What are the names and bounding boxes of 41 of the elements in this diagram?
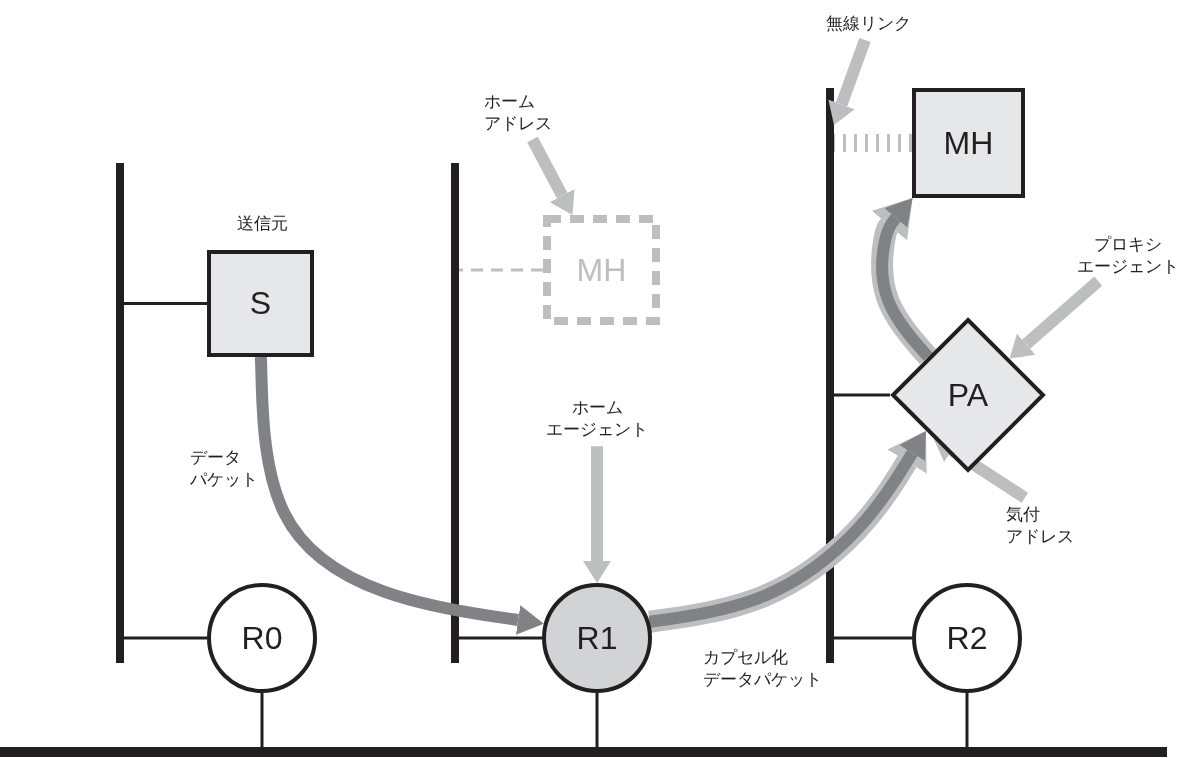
wireless-link-hatch xyxy=(834,134,912,152)
connector-line xyxy=(965,693,969,747)
leader-arrow xyxy=(933,438,1029,503)
connector-line xyxy=(595,693,599,747)
leader-arrow xyxy=(1009,276,1103,359)
connector-line xyxy=(260,693,264,747)
arrow xyxy=(648,430,927,633)
annotation-label: 無線リンク xyxy=(825,12,911,35)
node-label: PA xyxy=(947,376,989,414)
arrow xyxy=(254,356,544,635)
connector-line xyxy=(459,268,543,272)
annotation-label: ホームエージェント xyxy=(546,396,648,441)
node-label: R1 xyxy=(576,619,618,657)
network-bar xyxy=(0,747,1167,757)
host-box xyxy=(912,88,1025,198)
node-label: MH xyxy=(576,251,627,289)
node-label: S xyxy=(249,285,272,322)
edge-label: データパケット xyxy=(190,446,258,491)
node-label: R2 xyxy=(946,619,988,657)
network-bar xyxy=(826,88,834,663)
connector-line xyxy=(834,393,890,397)
network-bar xyxy=(116,163,124,663)
leader-arrow xyxy=(828,37,871,125)
connector-line xyxy=(834,636,912,640)
annotation-label: 気付アドレス xyxy=(1006,503,1074,548)
node-label: R0 xyxy=(241,619,283,657)
host-box xyxy=(207,250,314,357)
leader-arrow xyxy=(527,136,575,215)
dashed-host-box xyxy=(543,215,660,325)
annotation-label: プロキシエージェント xyxy=(1077,233,1179,278)
connector-line xyxy=(124,302,207,305)
arrow xyxy=(871,198,937,365)
agent-diamond xyxy=(890,317,1046,473)
connector-line xyxy=(124,636,207,640)
node-label: MH xyxy=(943,124,994,162)
network-bar xyxy=(451,163,459,663)
node-caption: 送信元 xyxy=(236,212,288,235)
edge-label: カプセル化データパケット xyxy=(702,646,822,691)
connector-line xyxy=(459,636,542,640)
annotation-label: ホームアドレス xyxy=(484,90,552,135)
leader-arrow xyxy=(583,446,611,583)
